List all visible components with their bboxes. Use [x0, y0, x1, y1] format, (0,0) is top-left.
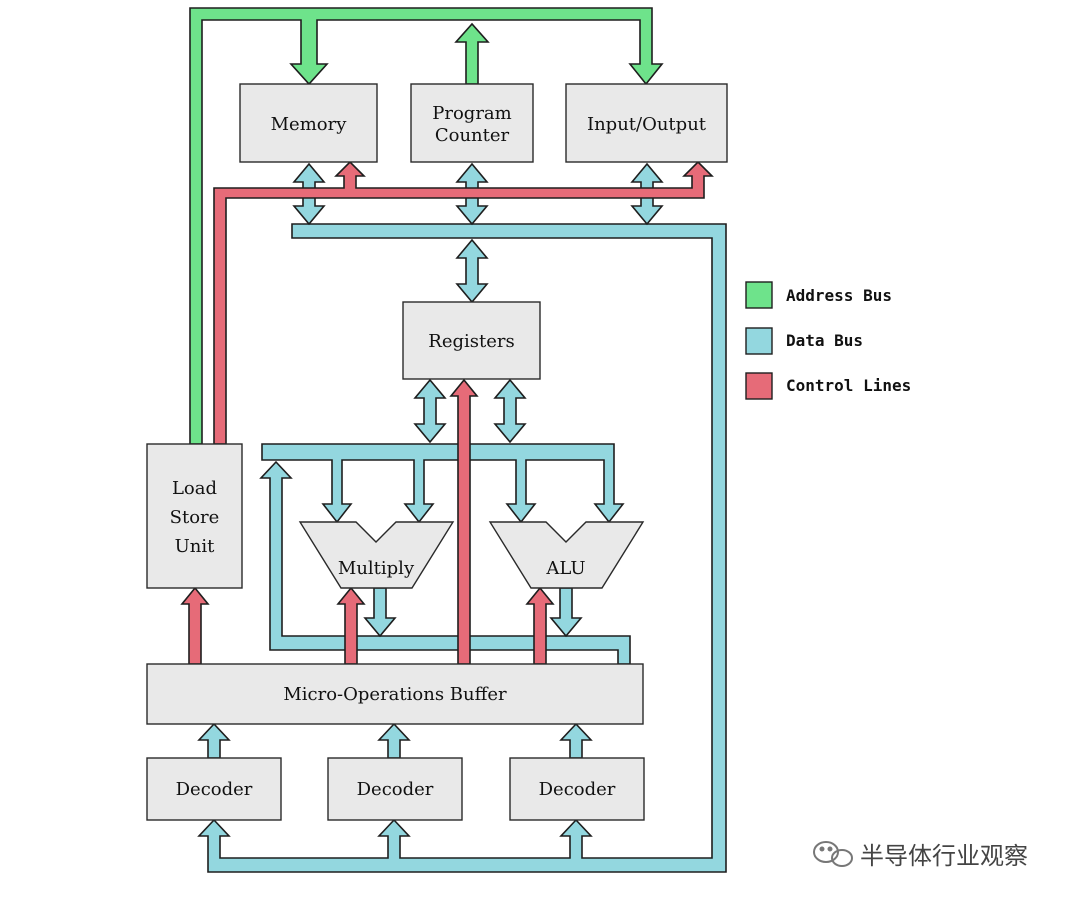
address-bus-main	[189, 7, 664, 445]
legend: Address Bus Data Bus Control Lines	[745, 281, 911, 400]
control-line-buffer-to-load-store	[180, 586, 210, 665]
legend-label-address-bus: Address Bus	[786, 286, 892, 305]
registers-block: Registers	[402, 301, 541, 380]
input-output-label: Input/Output	[587, 114, 707, 135]
decoder-3-label: Decoder	[539, 779, 616, 800]
address-bus-program-counter-arrow	[454, 22, 490, 85]
data-bus-registers-internal-left	[413, 378, 447, 444]
memory-block: Memory	[239, 83, 378, 163]
multiply-label: Multiply	[338, 558, 415, 579]
load-store-unit-block: Load Store Unit	[146, 443, 243, 589]
decoder-block-1: Decoder	[146, 757, 282, 821]
legend-swatch-data-bus	[745, 327, 773, 355]
program-counter-label-line1: Program	[432, 103, 511, 124]
program-counter-label-line2: Counter	[435, 125, 510, 146]
decoder-2-label: Decoder	[357, 779, 434, 800]
registers-label: Registers	[428, 331, 514, 352]
watermark-text: 半导体行业观察	[860, 842, 1028, 870]
legend-label-data-bus: Data Bus	[786, 331, 863, 350]
decoder-1-label: Decoder	[176, 779, 253, 800]
legend-item-control-lines: Control Lines	[745, 372, 911, 400]
legend-item-address-bus: Address Bus	[745, 281, 892, 309]
micro-operations-buffer-block: Micro-Operations Buffer	[146, 663, 644, 725]
alu-label: ALU	[545, 558, 585, 579]
control-line-buffer-to-registers	[449, 378, 479, 665]
data-bus-registers-internal-right	[493, 378, 527, 444]
data-bus-main-loop	[197, 223, 727, 873]
legend-label-control-lines: Control Lines	[786, 376, 911, 395]
decoder-block-2: Decoder	[327, 757, 463, 821]
data-bus-internal-operands	[261, 443, 625, 524]
data-bus-alu-output	[549, 587, 583, 638]
program-counter-block: Program Counter	[410, 83, 534, 163]
data-bus-decoder3-up	[559, 722, 593, 759]
alu-unit: ALU	[488, 521, 645, 589]
input-output-block: Input/Output	[565, 83, 728, 163]
load-store-label-line1: Load	[172, 478, 217, 499]
data-bus	[197, 162, 727, 873]
address-bus	[189, 7, 664, 445]
control-line-buffer-to-multiply	[336, 586, 366, 665]
legend-swatch-control-lines	[745, 372, 773, 400]
data-bus-decoder2-up	[377, 722, 411, 759]
legend-item-data-bus: Data Bus	[745, 327, 863, 355]
memory-label: Memory	[271, 114, 348, 135]
control-line-load-store-to-memory-io	[213, 160, 714, 445]
legend-swatch-address-bus	[745, 281, 773, 309]
data-bus-decoder1-up	[197, 722, 231, 759]
decoder-block-3: Decoder	[509, 757, 645, 821]
watermark: 半导体行业观察	[813, 841, 1028, 870]
micro-operations-buffer-label: Micro-Operations Buffer	[283, 684, 507, 705]
load-store-label-line3: Unit	[175, 536, 216, 557]
wechat-icon	[813, 841, 853, 867]
data-bus-result-feedback	[259, 460, 631, 665]
load-store-label-line2: Store	[170, 507, 220, 528]
data-bus-registers-link	[455, 238, 489, 304]
data-bus-multiply-output	[363, 587, 397, 638]
control-lines	[180, 160, 714, 665]
control-line-buffer-to-alu	[525, 586, 555, 665]
multiply-unit: Multiply	[298, 521, 455, 589]
